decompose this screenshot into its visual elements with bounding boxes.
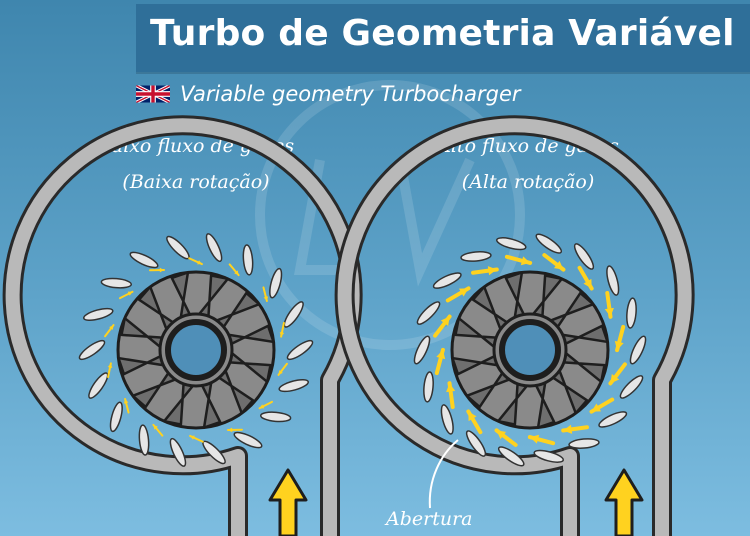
guide-vane: [535, 233, 563, 254]
flow-arrow-head: [153, 424, 158, 430]
flow-arrow-head: [436, 349, 446, 360]
guide-vane: [440, 404, 454, 435]
guide-vane: [169, 437, 187, 467]
guide-vane: [568, 438, 600, 449]
left-turbine-wheel: [116, 270, 276, 430]
guide-vane: [497, 446, 525, 467]
page-title: Turbo de Geometria Variável: [150, 13, 735, 54]
flow-arrow-head: [496, 430, 507, 440]
flow-arrow-head: [529, 434, 540, 444]
flow-arrow-head: [440, 316, 450, 327]
left-flow-arrows: [104, 257, 288, 443]
guide-vane: [278, 378, 310, 393]
flow-arrow-head: [259, 404, 265, 409]
flow-arrow-head: [614, 340, 624, 351]
left-guide-vanes: [78, 233, 314, 467]
flow-arrow-head: [279, 332, 285, 337]
left-caption-line2: (Baixa rotação): [122, 171, 270, 193]
guide-vane: [138, 424, 150, 456]
guide-vane: [416, 301, 441, 325]
flow-arrow-head: [127, 291, 133, 296]
guide-vane: [286, 339, 314, 361]
flow-arrow-head: [604, 307, 614, 317]
callout-label: Abertura: [386, 508, 473, 530]
guide-vane: [423, 371, 434, 403]
flow-arrow-head: [190, 435, 195, 440]
guide-vane: [78, 339, 106, 361]
guide-vane: [460, 251, 492, 262]
guide-vane: [242, 244, 254, 276]
guide-vane: [129, 251, 159, 269]
flow-arrow-head: [446, 383, 456, 393]
flow-arrow-head: [583, 278, 592, 289]
guide-vane: [259, 411, 292, 423]
guide-vane: [205, 233, 223, 263]
guide-vane: [88, 372, 109, 399]
flow-arrow-head: [278, 370, 283, 375]
right-guide-vanes: [413, 233, 647, 467]
flow-arrow-head: [123, 398, 129, 404]
flow-arrow-head: [591, 403, 602, 412]
guide-vane: [269, 267, 283, 299]
guide-vane: [100, 277, 133, 289]
right-inlet-arrow: [604, 468, 644, 536]
flow-arrow-head: [520, 256, 531, 266]
flow-arrow-head: [553, 260, 564, 270]
flow-arrow-head: [234, 270, 239, 276]
guide-vane: [495, 237, 527, 251]
flow-arrow-head: [227, 427, 233, 433]
guide-vane: [606, 265, 620, 296]
guide-vane: [626, 297, 637, 329]
guide-vane: [533, 449, 565, 463]
flow-arrow-head: [263, 296, 269, 302]
right-turbo-housing: [334, 115, 695, 536]
guide-vane: [432, 272, 462, 289]
subtitle: Variable geometry Turbocharger: [180, 82, 521, 106]
callout-pointer: [428, 439, 459, 509]
guide-vane: [413, 335, 431, 365]
left-inlet-arrow: [268, 468, 308, 536]
right-flow-arrows: [433, 253, 627, 447]
flow-arrow-head: [458, 288, 469, 297]
guide-vane: [573, 243, 595, 270]
flow-arrow-head: [197, 260, 202, 265]
guide-vane: [619, 375, 644, 399]
guide-vane: [629, 335, 647, 365]
subtitle-row: Variable geometry Turbocharger: [136, 80, 521, 108]
guide-vane: [283, 301, 304, 328]
flow-arrow-head: [109, 325, 114, 330]
uk-flag-icon: [136, 85, 170, 103]
right-turbine-wheel: [450, 270, 610, 430]
title-banner: Turbo de Geometria Variável: [136, 4, 750, 72]
flow-arrow-head: [107, 363, 113, 368]
flow-arrow-head: [159, 267, 165, 273]
flow-arrow-head: [487, 266, 497, 276]
guide-vane: [465, 430, 487, 457]
flow-arrow-head: [563, 424, 573, 434]
guide-vane: [598, 411, 628, 428]
right-caption-line2: (Alta rotação): [461, 171, 595, 193]
flow-arrow-head: [468, 411, 477, 422]
guide-vane: [233, 431, 263, 449]
flow-arrow-head: [610, 373, 620, 384]
guide-vane: [109, 401, 123, 433]
guide-vane: [82, 307, 114, 322]
guide-vane: [166, 235, 190, 260]
